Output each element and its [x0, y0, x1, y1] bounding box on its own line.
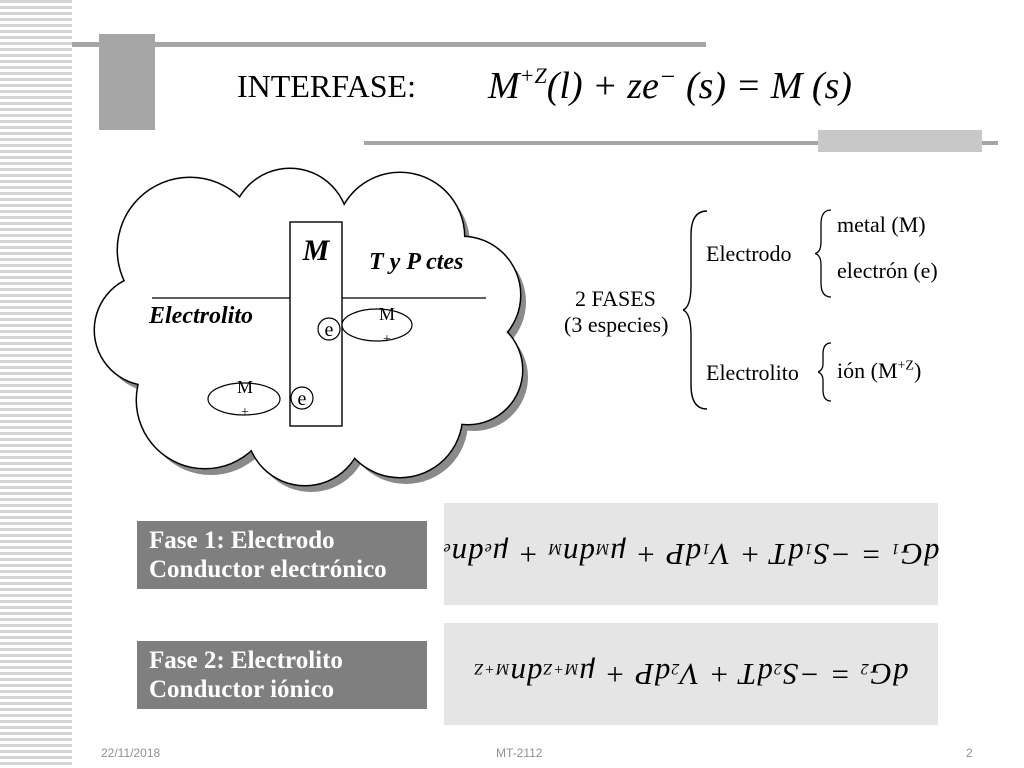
footer-page-number: 2	[966, 746, 973, 760]
top-rule	[72, 42, 706, 47]
conditions-label: T y P ctes	[369, 249, 463, 275]
ion-label-right: M	[379, 304, 395, 324]
title-eq-charge: +Z	[519, 63, 547, 88]
ion-charge-right: +	[383, 332, 391, 347]
ion-ellipse-right	[341, 308, 413, 342]
title-eq-metal: M	[488, 65, 520, 107]
footer-code: MT-2112	[496, 746, 543, 760]
electrolito-label: Electrolito	[706, 360, 799, 385]
title-equation: M+Z(l) + ze− (s) = M (s)	[488, 62, 852, 108]
electron-label-1: e	[325, 319, 334, 341]
header-block-decoration	[99, 34, 155, 130]
fase-1-equation-inverted: dG1 = −S1dT + V1dP + μMdnM + μedne	[442, 537, 940, 572]
cloud-fill	[95, 169, 522, 485]
electron-circle-1	[317, 317, 341, 341]
electron-label-2: e	[298, 388, 307, 410]
fase-2-box: Fase 2: Electrolito Conductor iónico	[137, 641, 427, 709]
fase-1-box: Fase 1: Electrodo Conductor electrónico	[137, 521, 427, 589]
title-label: INTERFASE:	[237, 68, 416, 104]
electrolito-item-ion: ión (M+Z)	[837, 358, 921, 384]
metal-label: M	[302, 234, 331, 267]
title-eq-end: (s) = M (s)	[676, 65, 852, 107]
ion-label-left: M	[237, 377, 253, 397]
electrodo-label: Electrodo	[706, 241, 792, 266]
fase-2-title: Fase 2: Electrolito	[149, 647, 343, 674]
electrodo-item-electron: electrón (e)	[837, 258, 938, 283]
phases-count: 2 FASES	[575, 286, 656, 311]
ion-item-prefix: ión (M	[837, 358, 898, 383]
title-eq-minus: −	[658, 62, 677, 91]
fase-2-equation-box: dG2 = −S2dT + V2dP + μM+ZdnM+Z	[444, 623, 938, 725]
ion-item-suffix: )	[913, 358, 922, 383]
ion-item-charge: +Z	[897, 358, 914, 374]
ion-ellipse-left	[207, 382, 281, 416]
phases-brace	[683, 210, 708, 410]
electrolyte-label: Electrolito	[148, 303, 253, 329]
left-stripe-decoration	[0, 0, 72, 768]
electron-circle-2	[290, 386, 314, 410]
interface-cloud-diagram: M T y P ctes Electrolito e e M + M +	[93, 167, 528, 492]
fase-2-equation-inverted: dG2 = −S2dT + V2dP + μM+ZdnM+Z	[473, 657, 909, 692]
electrodo-item-metal: metal (M)	[837, 212, 926, 237]
title-eq-middle: (l) + ze	[546, 65, 659, 107]
footer-date: 22/11/2018	[101, 746, 161, 760]
phases-species: (3 especies)	[564, 312, 669, 337]
ion-charge-left: +	[241, 405, 249, 420]
fase-1-subtitle: Conductor electrónico	[149, 556, 387, 583]
electrolito-brace	[818, 342, 832, 402]
fase-1-equation-box: dG1 = −S1dT + V1dP + μMdnM + μedne	[442, 503, 940, 605]
fase-1-title: Fase 1: Electrodo	[149, 527, 335, 554]
fase-2-subtitle: Conductor iónico	[149, 676, 334, 703]
rule-accent-decoration	[818, 130, 982, 152]
bottom-rule	[364, 141, 998, 145]
electrodo-brace	[815, 209, 832, 298]
